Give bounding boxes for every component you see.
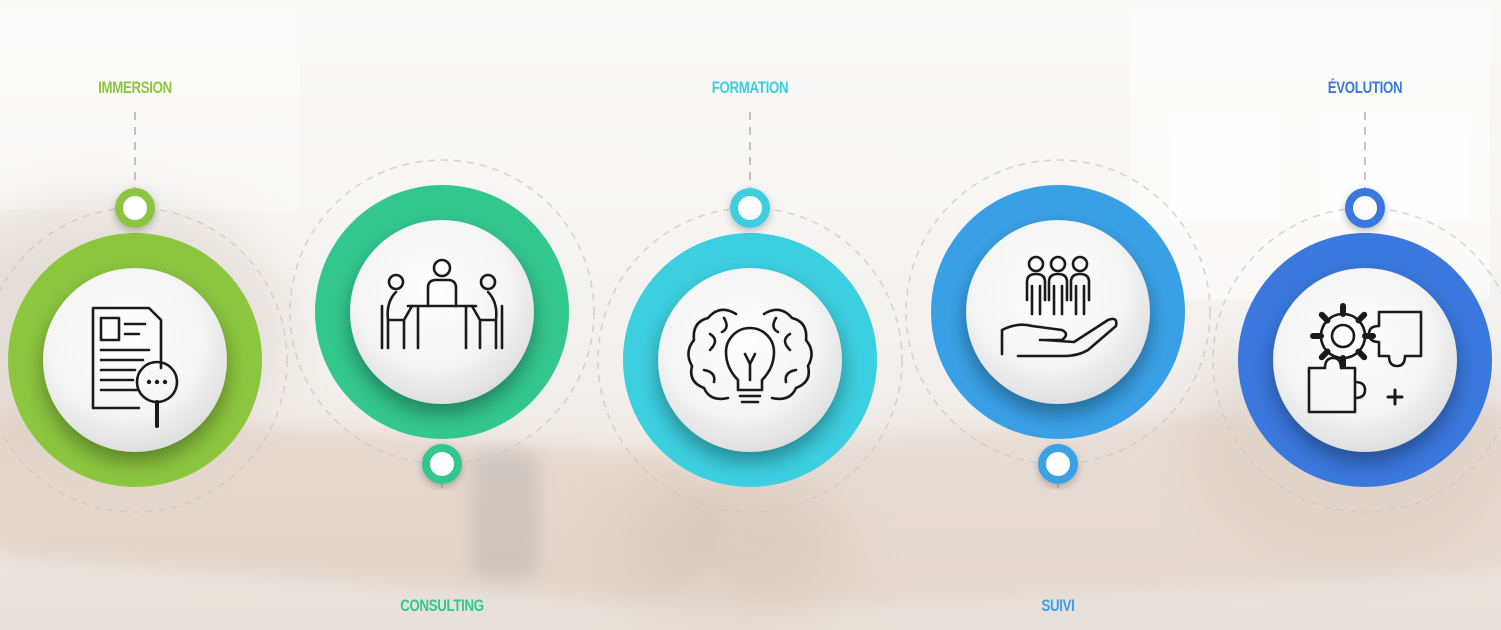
step-2: [623, 188, 877, 487]
background-window: [0, 10, 300, 210]
step-3: [931, 185, 1185, 484]
meeting-table-icon: [380, 258, 504, 350]
hand-team-icon: [1000, 255, 1118, 358]
step-4: [1238, 188, 1492, 487]
background-fist: [620, 470, 840, 610]
step-disc: [350, 220, 534, 404]
document-search-icon: [91, 306, 179, 428]
step-disc: [658, 268, 842, 452]
background-window: [1320, 110, 1470, 220]
brain-lightbulb-icon: [687, 308, 813, 404]
step-label: IMMERSION: [98, 78, 172, 97]
step-node: [422, 444, 462, 484]
step-node: [1038, 444, 1078, 484]
step-0: [8, 188, 262, 487]
timeline-rings: [8, 185, 1492, 487]
background-window: [1170, 110, 1280, 220]
step-node: [1345, 188, 1385, 228]
step-label: SUIVI: [1041, 596, 1075, 615]
step-disc: [966, 220, 1150, 404]
background-watch: [470, 450, 540, 580]
step-node: [115, 188, 155, 228]
step-1: [315, 185, 569, 484]
step-label: ÉVOLUTION: [1327, 78, 1403, 97]
step-label: FORMATION: [711, 78, 789, 97]
step-node: [730, 188, 770, 228]
step-label: CONSULTING: [400, 596, 484, 615]
gear-puzzle-icon: [1307, 303, 1423, 414]
